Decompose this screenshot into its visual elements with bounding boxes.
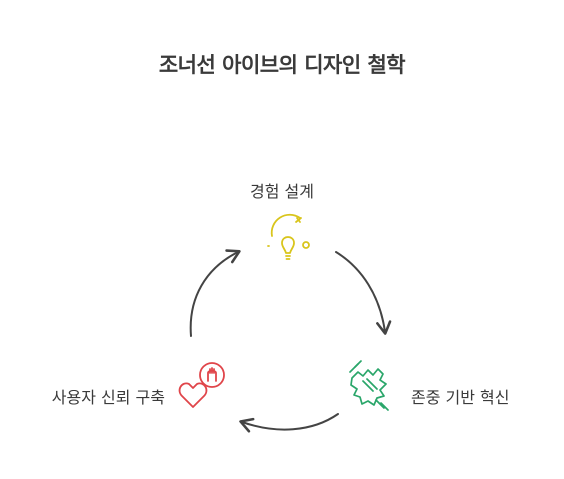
cycle-arrow-top-to-right [335, 251, 392, 335]
node-label-experience-design: 경험 설계 [250, 182, 314, 201]
node-label-respect-innovation: 존중 기반 혁신 [411, 388, 510, 407]
lightbulb-icon [267, 213, 310, 260]
cycle-arrow-left-to-top [189, 249, 241, 337]
heart-hand-icon [178, 362, 225, 408]
node-label-user-trust: 사용자 신뢰 구축 [51, 388, 165, 407]
cycle-arrow-right-to-left [239, 413, 339, 433]
handshake-icon [349, 360, 389, 411]
diagram-title: 조너선 아이브의 디자인 철학 [158, 53, 406, 77]
